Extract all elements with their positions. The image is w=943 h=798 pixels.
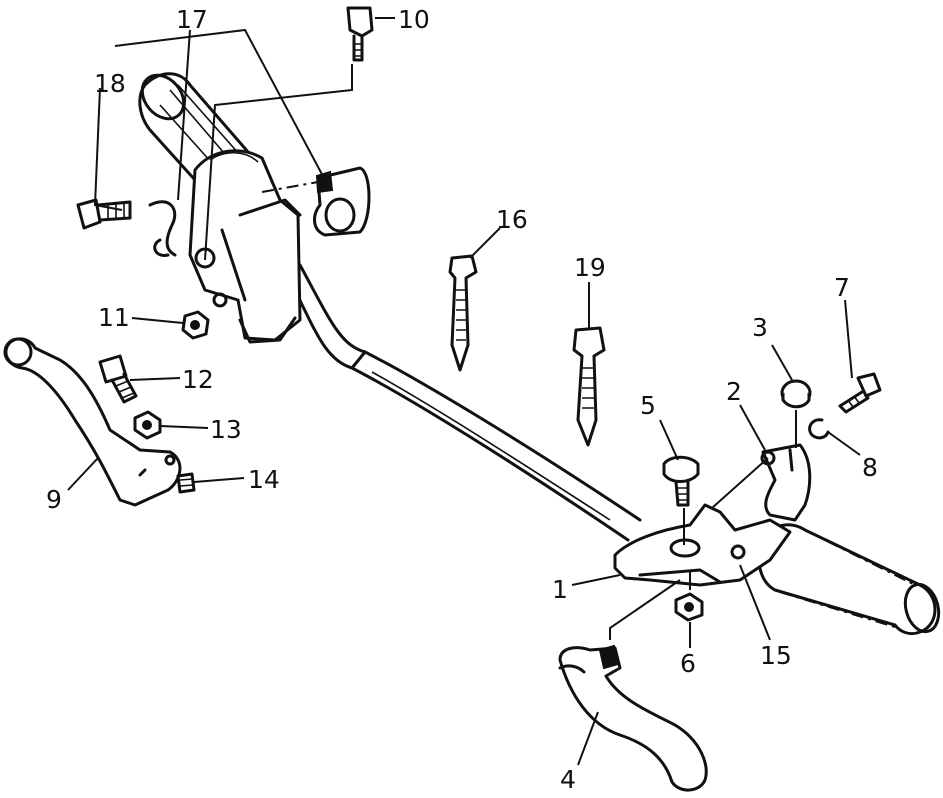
cable-tie-16	[448, 254, 478, 372]
leader-14	[193, 477, 245, 483]
nut-13	[133, 410, 162, 440]
callout-16: 16	[496, 205, 528, 234]
leader-3	[771, 344, 793, 381]
callout-13: 13	[210, 415, 242, 444]
cap-3	[780, 379, 812, 409]
leader-2	[739, 404, 766, 451]
leader-12	[129, 377, 181, 381]
callout-7: 7	[834, 273, 850, 302]
leader-7	[844, 299, 853, 379]
handlebar	[288, 263, 642, 542]
leader-15	[739, 564, 771, 641]
callout-8: 8	[862, 453, 878, 482]
callout-17: 17	[176, 5, 208, 34]
callout-19: 19	[574, 253, 606, 282]
bolt-18	[76, 198, 132, 230]
lever-holder-1	[613, 503, 792, 587]
callout-14: 14	[248, 465, 280, 494]
leader-18	[93, 87, 123, 211]
leader-5	[659, 419, 679, 461]
leader-8	[827, 431, 861, 456]
bolt-12	[98, 354, 138, 404]
brake-master-cylinder	[188, 149, 302, 344]
right-grip	[757, 523, 941, 636]
brake-lever-4	[558, 644, 708, 792]
leader-17-fork	[114, 28, 326, 181]
screw-14	[176, 472, 196, 494]
nut-6	[674, 592, 704, 622]
leader-16	[469, 227, 501, 259]
leader-4	[577, 711, 599, 766]
cable-tie-19	[572, 326, 606, 447]
callout-1: 1	[552, 575, 568, 604]
leader-9	[67, 457, 99, 491]
bolt-10	[346, 6, 374, 62]
nut-11	[181, 310, 210, 340]
callout-2: 2	[726, 377, 742, 406]
leader-17-stem	[177, 29, 191, 201]
leader-13	[159, 425, 209, 429]
callout-10: 10	[398, 5, 430, 34]
callout-15: 15	[760, 641, 792, 670]
leader-1	[571, 574, 621, 586]
callout-6: 6	[680, 649, 696, 678]
clutch-lever-9	[3, 337, 182, 507]
clip-17	[148, 200, 177, 257]
callout-11: 11	[98, 303, 130, 332]
circlip-8	[808, 418, 830, 440]
lever-4-path	[609, 579, 681, 640]
bolt-5	[662, 455, 700, 507]
callout-12: 12	[182, 365, 214, 394]
callout-9: 9	[46, 485, 62, 514]
bolt-7	[838, 372, 882, 414]
callout-18: 18	[94, 69, 126, 98]
callout-4: 4	[560, 765, 576, 794]
callout-5: 5	[640, 391, 656, 420]
callout-3: 3	[752, 313, 768, 342]
leader-11	[131, 317, 184, 324]
bolt-10-path	[204, 64, 353, 261]
clamp-2	[760, 443, 812, 522]
leader-2b	[711, 457, 769, 509]
clamp-bracket	[261, 166, 371, 237]
